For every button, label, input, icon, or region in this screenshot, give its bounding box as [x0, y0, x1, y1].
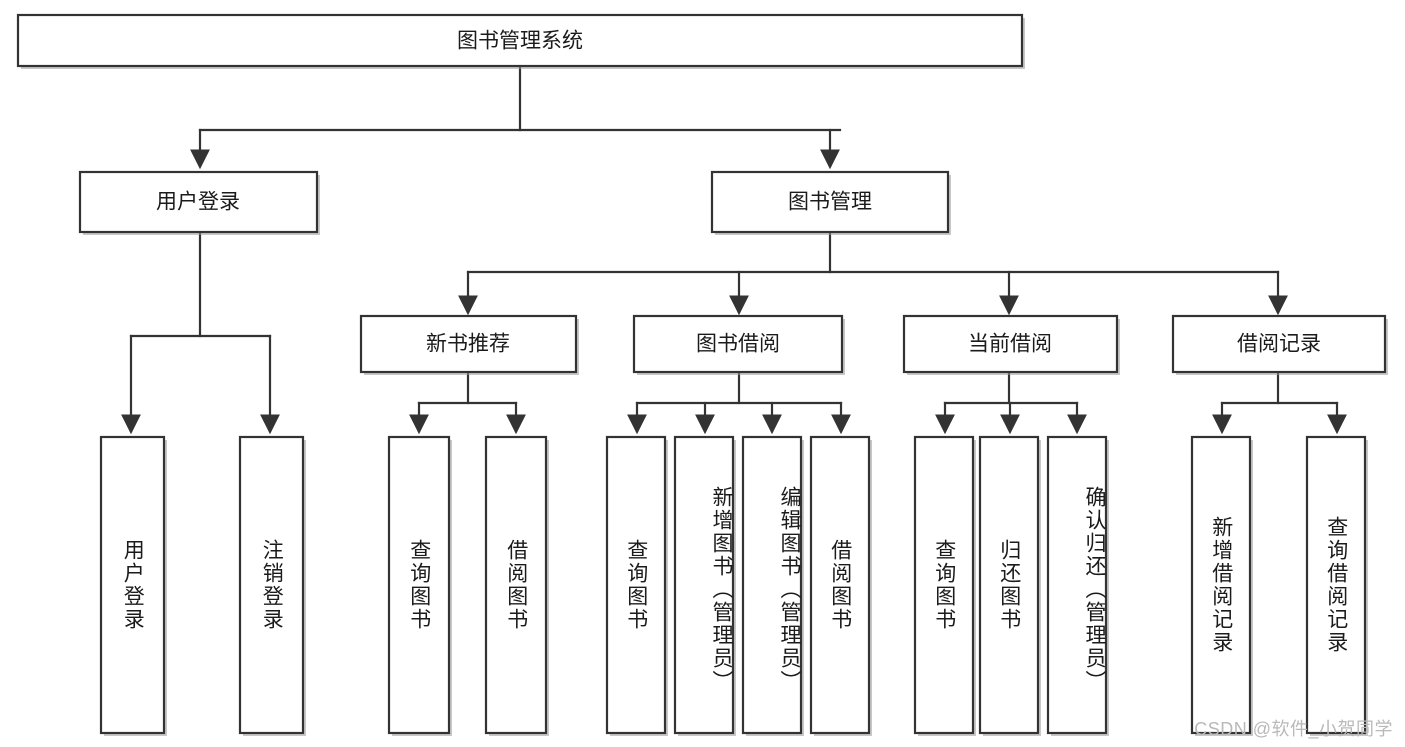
node-leaf-add-record[interactable]	[1190, 435, 1253, 736]
connector-group-root	[190, 64, 842, 170]
node-rect[interactable]	[913, 435, 975, 735]
node-leaf-query-book-3[interactable]	[913, 435, 976, 736]
node-rect[interactable]	[16, 13, 1024, 68]
node-leaf-confirm-return[interactable]	[1046, 435, 1109, 736]
node-rect[interactable]	[359, 314, 578, 374]
node-rect[interactable]	[99, 435, 166, 735]
node-leaf-add-book[interactable]	[673, 435, 736, 736]
node-label: 新书推荐	[426, 333, 510, 356]
node-label: 图书管理	[788, 191, 872, 214]
node-book-borrow[interactable]: 图书借阅	[632, 314, 845, 375]
node-rect[interactable]	[387, 435, 451, 735]
connector-group-user-login	[121, 230, 280, 435]
node-label: 当前借阅	[968, 333, 1052, 356]
node-label: 用户登录	[156, 191, 240, 214]
connector-group-borrow-record	[1212, 372, 1347, 435]
node-rect[interactable]	[1171, 314, 1387, 374]
node-label: 图书管理系统	[457, 30, 583, 53]
connector-group-new-book-recommend	[409, 372, 526, 435]
node-rect[interactable]	[484, 435, 548, 735]
node-borrow-record[interactable]: 借阅记录	[1171, 314, 1388, 375]
node-rect[interactable]	[673, 435, 735, 735]
node-label: 图书借阅	[696, 333, 780, 356]
node-leaf-user-login[interactable]	[99, 435, 167, 736]
node-leaf-query-book-2[interactable]	[605, 435, 668, 736]
node-leaf-edit-book[interactable]	[741, 435, 804, 736]
node-rect[interactable]	[1190, 435, 1252, 735]
node-leaf-logout-login[interactable]	[238, 435, 306, 736]
connector-group-book-manage	[458, 230, 1288, 316]
node-rect[interactable]	[238, 435, 305, 735]
node-rect[interactable]	[605, 435, 667, 735]
node-book-manage[interactable]: 图书管理	[710, 170, 951, 235]
node-rect[interactable]	[978, 435, 1040, 735]
node-rect[interactable]	[1046, 435, 1108, 735]
node-rect[interactable]	[78, 170, 319, 234]
connector-group-book-borrow	[627, 372, 851, 435]
connector-group-current-borrow	[935, 372, 1087, 435]
node-leaf-query-book-1[interactable]	[387, 435, 452, 736]
csdn-watermark: CSDN @软件_小贺同学	[1194, 719, 1393, 739]
node-current-borrow[interactable]: 当前借阅	[902, 314, 1120, 375]
node-rect[interactable]	[902, 314, 1119, 374]
node-rect[interactable]	[741, 435, 803, 735]
node-new-book-recommend[interactable]: 新书推荐	[359, 314, 579, 375]
node-rect[interactable]	[710, 170, 950, 234]
node-leaf-borrow-book-2[interactable]	[809, 435, 872, 736]
node-title-system[interactable]: 图书管理系统	[16, 13, 1025, 69]
node-rect[interactable]	[1305, 435, 1367, 735]
node-rect[interactable]	[809, 435, 871, 735]
node-leaf-return-book[interactable]	[978, 435, 1041, 736]
node-user-login[interactable]: 用户登录	[78, 170, 320, 235]
node-rect[interactable]	[632, 314, 844, 374]
node-label: 借阅记录	[1237, 333, 1321, 356]
node-leaf-borrow-book-1[interactable]	[484, 435, 549, 736]
node-leaf-query-record[interactable]	[1305, 435, 1368, 736]
